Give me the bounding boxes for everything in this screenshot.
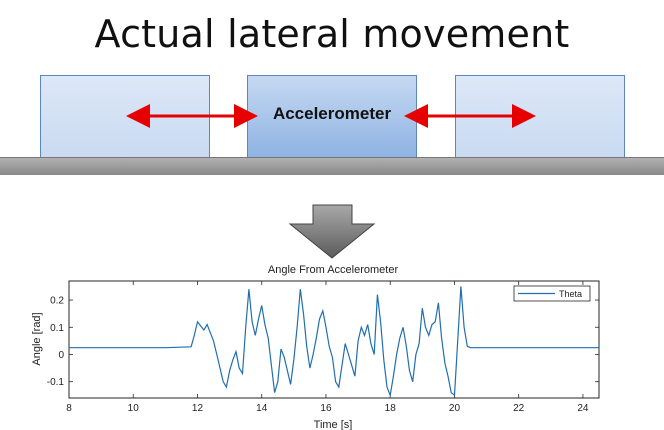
y-tick-label: 0.1 xyxy=(50,323,64,334)
x-tick-label: 16 xyxy=(320,403,332,414)
x-tick-label: 22 xyxy=(513,403,525,414)
y-tick-label: 0 xyxy=(58,350,64,361)
chart-title: Angle From Accelerometer xyxy=(268,264,399,276)
x-ticks: 8 10 12 14 16 18 20 22 24 xyxy=(66,281,589,414)
plot-area xyxy=(68,280,600,399)
y-ticks: -0.1 0 0.1 0.2 xyxy=(47,296,599,388)
x-tick-label: 18 xyxy=(385,403,397,414)
x-tick-label: 10 xyxy=(128,403,140,414)
x-tick-label: 14 xyxy=(256,403,268,414)
x-tick-label: 12 xyxy=(192,403,204,414)
x-tick-label: 8 xyxy=(66,403,72,414)
diagram-title: Actual lateral movement xyxy=(94,12,570,56)
legend: Theta xyxy=(513,285,591,302)
y-tick-label: 0.2 xyxy=(50,296,64,307)
x-tick-label: 24 xyxy=(577,403,589,414)
ground-bar xyxy=(0,157,664,175)
y-axis-label: Angle [rad] xyxy=(31,312,43,365)
x-axis-label: Time [s] xyxy=(314,419,353,430)
legend-label: Theta xyxy=(559,289,582,299)
x-tick-label: 20 xyxy=(449,403,461,414)
down-arrow-icon xyxy=(288,204,376,259)
y-tick-label: -0.1 xyxy=(47,377,65,388)
theta-series-line xyxy=(69,286,599,398)
accelerometer-label: Accelerometer xyxy=(272,103,392,123)
